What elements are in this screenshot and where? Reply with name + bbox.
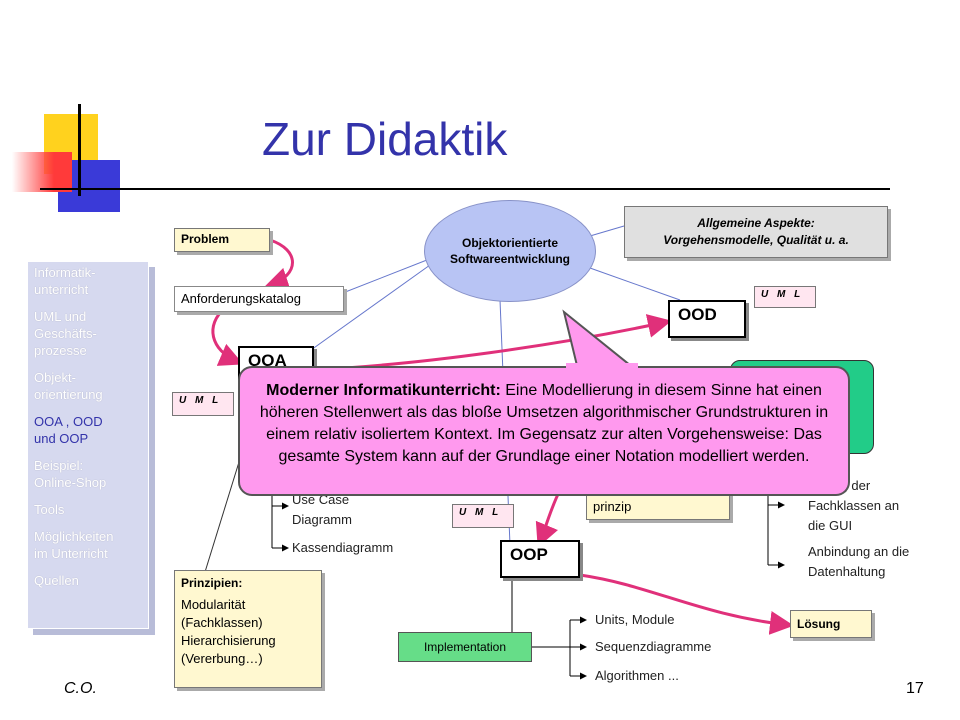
prinzipien-title: Prinzipien: [181,576,243,590]
uml-tag-ooa: U M L [172,392,234,416]
ood-box: OOD [668,300,746,338]
nav-item-ooa-ood-oop[interactable]: OOA , OOD und OOP [34,414,103,446]
uml-tag-ood: U M L [754,286,816,308]
callout-pointer-join [566,363,638,369]
sidebar-nav: Informatik- unterricht UML und Geschäfts… [27,261,149,629]
oo-dev-line1: Objektorientierte [461,236,559,250]
callout-bold: Moderner Informatikunterricht: [266,382,501,399]
problem-box: Problem [174,228,270,252]
allgemeine-aspekte-box: Allgemeine Aspekte: Vorgehensmodelle, Qu… [624,206,888,258]
logo-vertical-line [78,104,81,196]
algorithmen-label: Algorithmen ... [595,668,679,683]
page-number: 17 [906,680,924,697]
nav-item-moeglichkeiten[interactable]: Möglichkeiten im Unterricht [34,529,114,561]
nav-item-beispiel[interactable]: Beispiel: Online-Shop [34,458,107,490]
kassendiagramm-label: Kassendiagramm [292,540,394,555]
prinzipien-body: Modularität (Fachklassen) Hierarchisieru… [181,597,276,666]
uml-tag-oop: U M L [452,504,514,528]
nav-item-informatik[interactable]: Informatik- unterricht [34,265,96,297]
nav-item-quellen[interactable]: Quellen [34,573,79,588]
logo-red-square [12,152,72,192]
aspects-line2: Vorgehensmodelle, Qualität u. a. [663,233,849,247]
nav-item-uml[interactable]: UML und Geschäfts- prozesse [34,309,97,358]
loesung-box: Lösung [790,610,872,638]
title-underline [40,188,890,190]
anforderungskatalog-box: Anforderungskatalog [174,286,344,312]
callout-text: Eine Modellierung in diesem Sinne hat ei… [259,382,829,465]
footer-author: C.O. [64,680,97,697]
anbindung-daten-label: Anbindung an die Datenhaltung [808,544,910,579]
nav-item-objekt[interactable]: Objekt- orientierung [34,370,103,402]
aspects-line1: Allgemeine Aspekte: [697,216,815,230]
slide-title: Zur Didaktik [262,113,508,165]
oop-box: OOP [500,540,580,578]
prinzipien-box: Prinzipien: Modularität (Fachklassen) Hi… [174,570,322,688]
units-label: Units, Module [595,612,675,627]
use-case-label: Use Case Diagramm [292,492,352,527]
implementation-box: Implementation [398,632,532,662]
didaktik-callout: Moderner Informatikunterricht: Eine Mode… [238,366,850,496]
sequenz-label: Sequenzdiagramme [595,639,712,654]
nav-item-tools[interactable]: Tools [34,502,65,517]
oo-dev-line2: Softwareentwicklung [449,252,571,266]
oo-development-ellipse: Objektorientierte Softwareentwicklung [424,200,596,302]
